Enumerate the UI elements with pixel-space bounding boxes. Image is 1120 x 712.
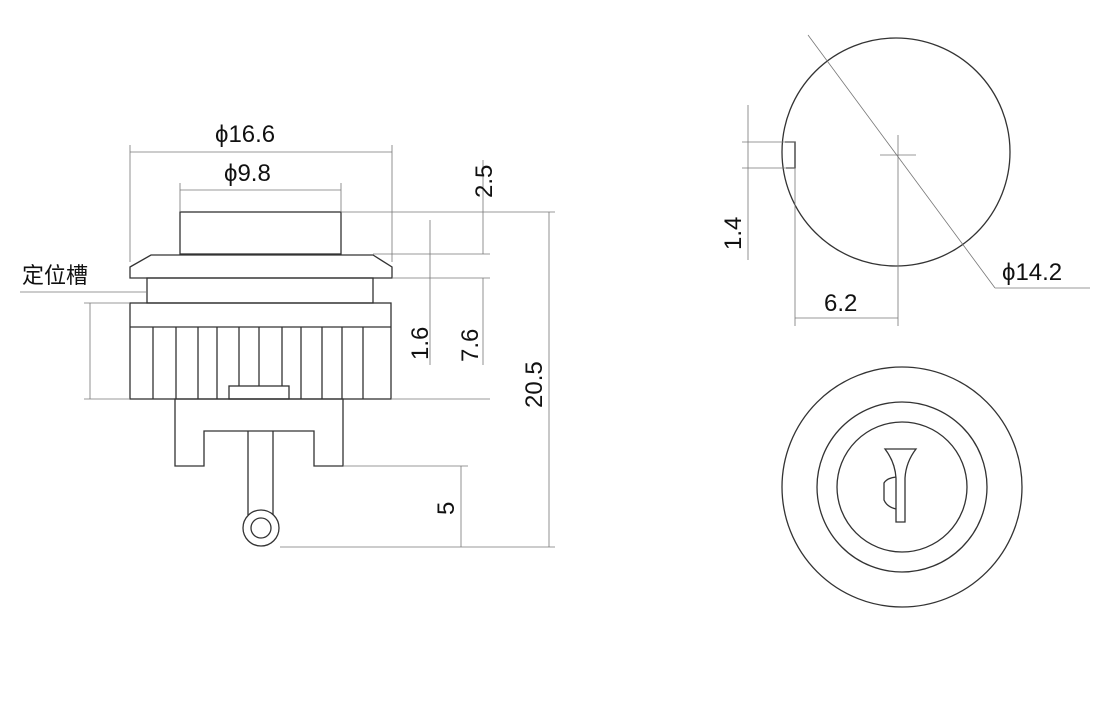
dim-outer-diameter: ϕ16.6 <box>215 121 275 148</box>
inner-ring <box>836 421 968 553</box>
collar <box>146 277 374 304</box>
flange <box>129 254 393 279</box>
dim-tab: 1.4 <box>720 217 747 250</box>
dim-body: 7.6 <box>457 329 484 362</box>
label-slot: 定位槽 <box>22 264 88 289</box>
dim-offset: 6.2 <box>824 290 857 317</box>
body-ribs <box>152 327 364 399</box>
outer-ring <box>781 366 1023 608</box>
bottom-view <box>781 366 1023 608</box>
base <box>174 398 344 467</box>
dim-total: 20.5 <box>521 361 548 408</box>
side-view: ϕ16.6 ϕ9.8 2.5 1.6 7.6 20.5 5 定位槽 <box>20 121 555 548</box>
dim-flange: 1.6 <box>407 327 434 360</box>
dim-cap-diameter: ϕ9.8 <box>224 160 271 187</box>
terminal-icon <box>883 448 918 523</box>
dim-cap-height: 2.5 <box>471 165 498 198</box>
top-circle <box>781 37 1011 267</box>
dim-pin: 5 <box>433 502 460 515</box>
cap <box>179 211 342 255</box>
body <box>129 302 392 400</box>
dim-diameter: ϕ14.2 <box>1002 259 1062 286</box>
top-view: 1.4 6.2 ϕ14.2 <box>720 34 1090 326</box>
solder-lug <box>242 509 280 547</box>
middle-ring <box>816 401 988 573</box>
